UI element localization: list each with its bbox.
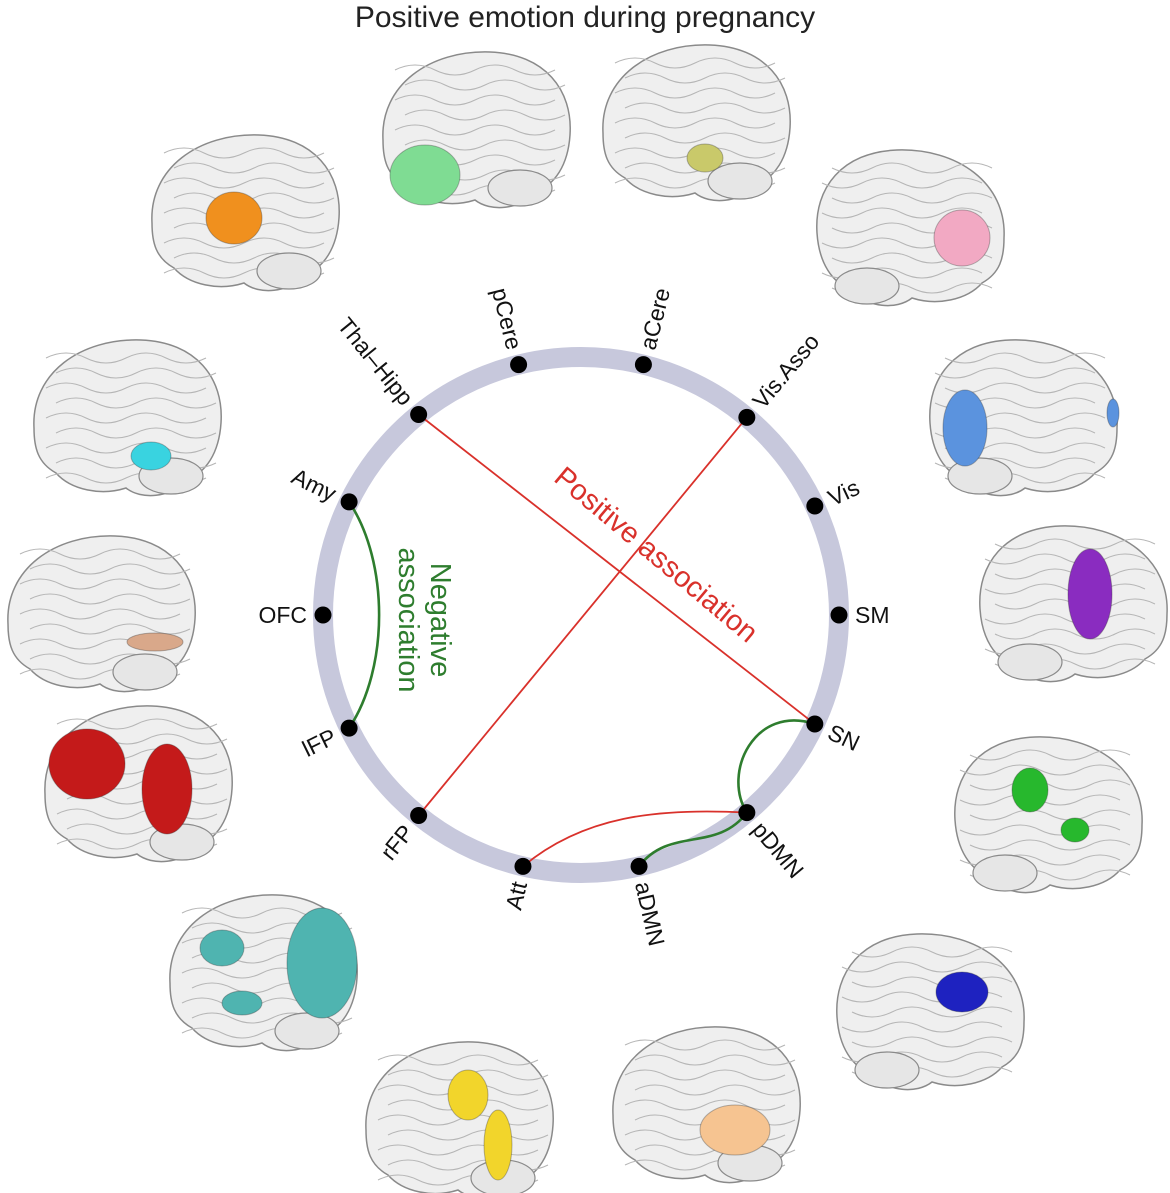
brain-SM — [979, 525, 1168, 683]
brain-Att — [365, 1041, 554, 1193]
brain-VisAsso — [816, 149, 1005, 307]
node-ThalHipp — [410, 405, 428, 423]
node-Vis — [806, 497, 824, 515]
node-lFP — [340, 719, 358, 737]
negative-association-label: Negative association — [392, 547, 456, 692]
node-label-ThalHipp: Thal–Hipp — [332, 312, 418, 410]
connections — [348, 413, 816, 868]
node-Att — [514, 857, 532, 875]
node-label-lFP: lFP — [298, 723, 340, 761]
node-VisAsso — [738, 408, 756, 426]
node-label-VisAsso: Vis.Asso — [747, 329, 824, 414]
brain-rFP — [169, 894, 358, 1052]
negative-association-label-line2: association — [392, 547, 424, 692]
brain-lFP — [44, 705, 233, 863]
node-aDMN — [630, 857, 648, 875]
positive-association-label: Positive association — [548, 461, 764, 649]
page-title: Positive emotion during pregnancy — [354, 1, 816, 34]
brain-pDMN — [836, 933, 1025, 1091]
brain-aDMN — [612, 1026, 801, 1184]
brain-Amy — [33, 339, 222, 497]
negative-association-label-line1: Negative — [424, 563, 456, 677]
brain-aCere — [602, 44, 791, 202]
node-pCere — [510, 356, 528, 374]
node-OFC — [314, 606, 332, 624]
network-nodes — [314, 356, 848, 875]
connection-VisAsso-rFP — [417, 416, 748, 817]
node-SM — [830, 606, 848, 624]
node-Amy — [340, 493, 358, 511]
node-label-Amy: Amy — [288, 463, 341, 507]
node-label-pDMN: pDMN — [747, 817, 809, 884]
node-label-SN: SN — [824, 719, 864, 756]
brain-pCere — [382, 51, 571, 209]
connection-ThalHipp-SN — [418, 413, 816, 725]
connection-Amy-lFP — [348, 501, 381, 729]
node-label-OFC: OFC — [258, 602, 307, 628]
brain-ThalHipp — [151, 134, 340, 292]
brain-illustrations — [7, 44, 1168, 1193]
node-label-Att: Att — [500, 878, 532, 912]
node-label-pCere: pCere — [487, 285, 527, 352]
node-rFP — [410, 807, 428, 825]
connection-pDMN-SN — [737, 719, 816, 814]
node-label-aCere: aCere — [635, 285, 675, 352]
node-aCere — [634, 356, 652, 374]
node-pDMN — [738, 804, 756, 822]
node-label-rFP: rFP — [375, 820, 419, 865]
node-label-Vis: Vis — [824, 474, 864, 511]
node-label-SM: SM — [855, 602, 890, 628]
connection-aDMN-pDMN — [637, 811, 748, 868]
node-SN — [806, 715, 824, 733]
brain-SN — [954, 736, 1143, 894]
brain-Vis — [929, 339, 1120, 497]
connection-Att-pDMN — [522, 810, 747, 868]
node-label-aDMN: aDMN — [630, 879, 670, 948]
brain-OFC — [7, 535, 196, 693]
